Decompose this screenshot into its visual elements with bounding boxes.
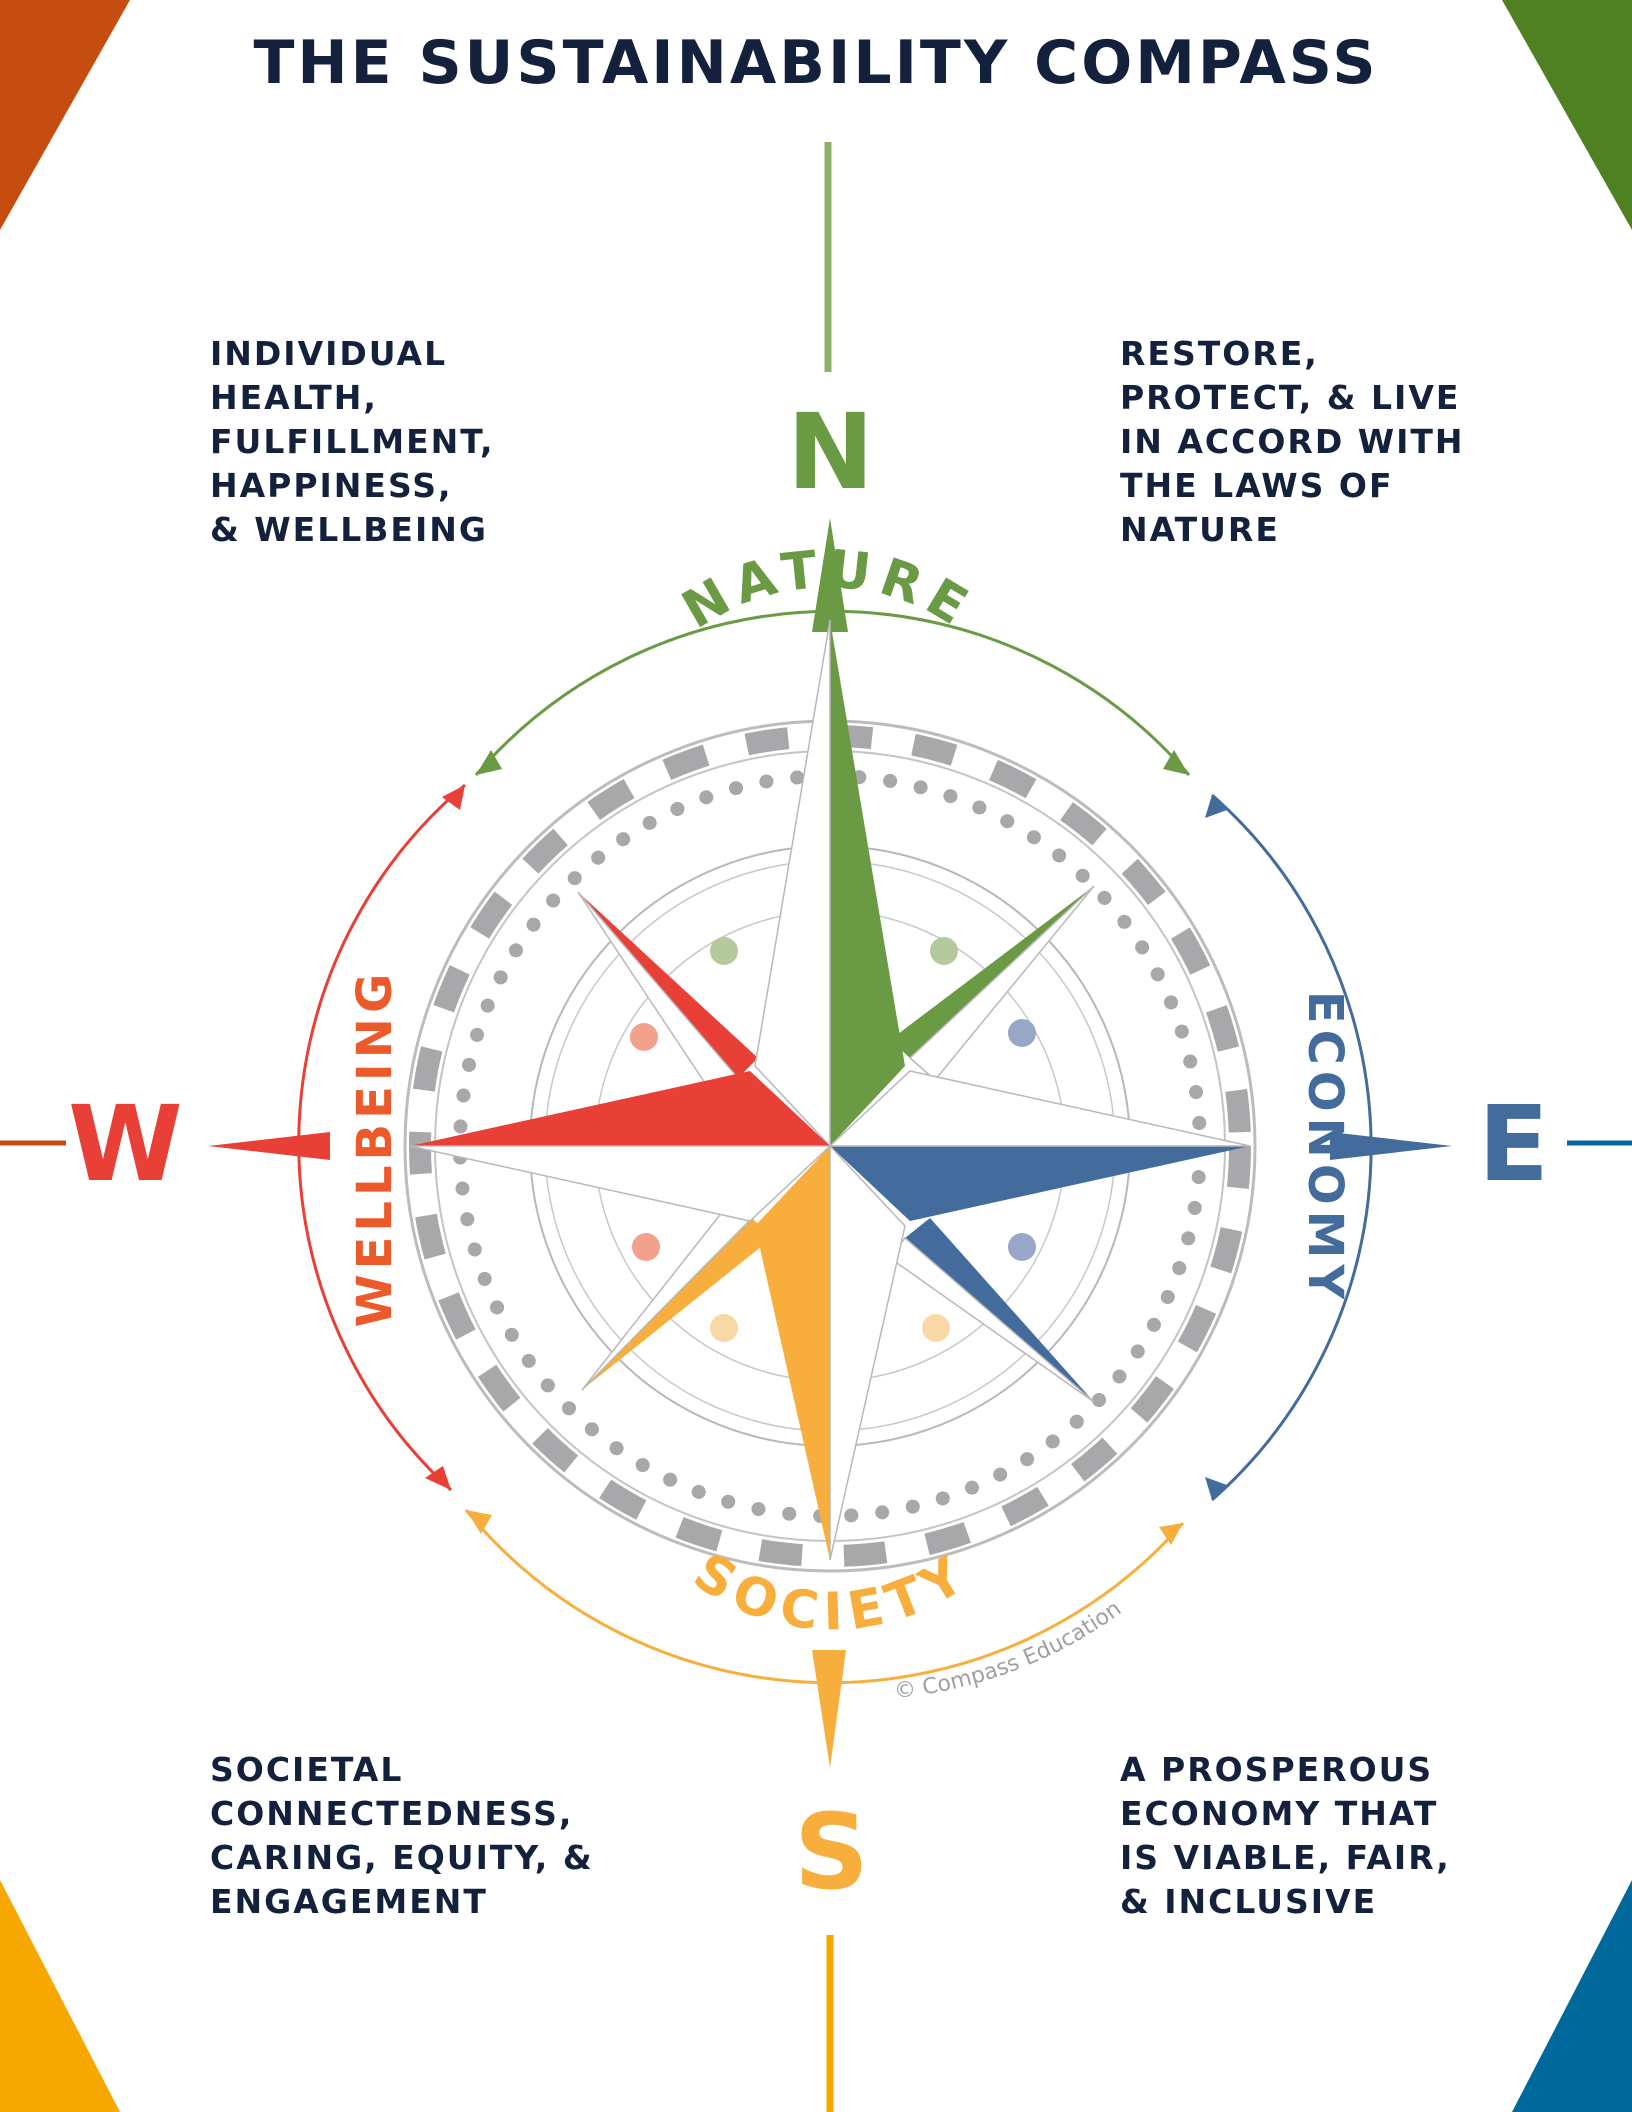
- south-needle-tip: [812, 1650, 846, 1768]
- dot-wellbeing-bottom: [632, 1233, 660, 1261]
- south-letter: S: [794, 1791, 869, 1913]
- dot-nature-right: [930, 937, 958, 965]
- west-letter: W: [68, 1083, 183, 1205]
- ne-point-green: [890, 886, 1094, 1058]
- wellbeing-ring-label: WELLBEING: [347, 969, 403, 1328]
- nw-point-red: [578, 892, 758, 1078]
- north-point-white: [754, 619, 831, 1148]
- se-point-blue: [905, 1218, 1094, 1402]
- north-point-colored: [830, 620, 905, 1146]
- page-title: THE SUSTAINABILITY COMPASS: [253, 28, 1379, 98]
- economy-ring-label: ECONOMY: [1297, 991, 1353, 1305]
- east-letter: E: [1478, 1083, 1550, 1205]
- west-point-white: [409, 1145, 832, 1222]
- top-right-description: RESTORE, PROTECT, & LIVE IN ACCORD WITH …: [1120, 334, 1465, 549]
- wellbeing-arrowhead-top: [442, 785, 465, 810]
- nature-arrowhead-right: [1163, 750, 1189, 775]
- bottom-left-description: SOCIETAL CONNECTEDNESS, CARING, EQUITY, …: [210, 1750, 594, 1921]
- north-needle-tip: [812, 518, 848, 632]
- dot-society-right: [922, 1314, 950, 1342]
- wellbeing-arrowhead-bottom: [425, 1466, 451, 1490]
- south-point-white: [829, 1144, 906, 1561]
- society-arrowhead-right: [1159, 1523, 1183, 1545]
- economy-arrowhead-top: [1205, 795, 1227, 818]
- east-point-white: [828, 1070, 1251, 1147]
- west-point-colored: [410, 1071, 830, 1146]
- top-left-description: INDIVIDUAL HEALTH, FULFILLMENT, HAPPINES…: [210, 334, 495, 549]
- dot-wellbeing-top: [630, 1023, 658, 1051]
- dot-economy-top: [1008, 1019, 1036, 1047]
- economy-arrowhead-bottom: [1205, 1477, 1227, 1500]
- nature-arrowhead-left: [476, 750, 502, 775]
- corner-triangle-top-left: [0, 0, 130, 230]
- sw-point-orange: [582, 1218, 772, 1390]
- corner-triangle-bottom-right: [1512, 1880, 1632, 2112]
- north-letter: N: [787, 391, 875, 513]
- east-needle-tip: [1330, 1132, 1452, 1160]
- corner-triangle-bottom-left: [0, 1880, 120, 2112]
- west-needle-tip: [208, 1132, 330, 1160]
- dot-society-left: [710, 1314, 738, 1342]
- corner-triangle-top-right: [1502, 0, 1632, 230]
- ne-point-white: [908, 885, 1095, 1082]
- bottom-right-description: A PROSPEROUS ECONOMY THAT IS VIABLE, FAI…: [1120, 1750, 1451, 1921]
- dot-economy-bottom: [1008, 1233, 1036, 1261]
- dot-nature-left: [710, 937, 738, 965]
- society-arrowhead-left: [466, 1510, 492, 1534]
- east-point-colored: [830, 1146, 1250, 1221]
- south-point-colored: [755, 1146, 830, 1560]
- wellbeing-arc: [297, 783, 466, 1492]
